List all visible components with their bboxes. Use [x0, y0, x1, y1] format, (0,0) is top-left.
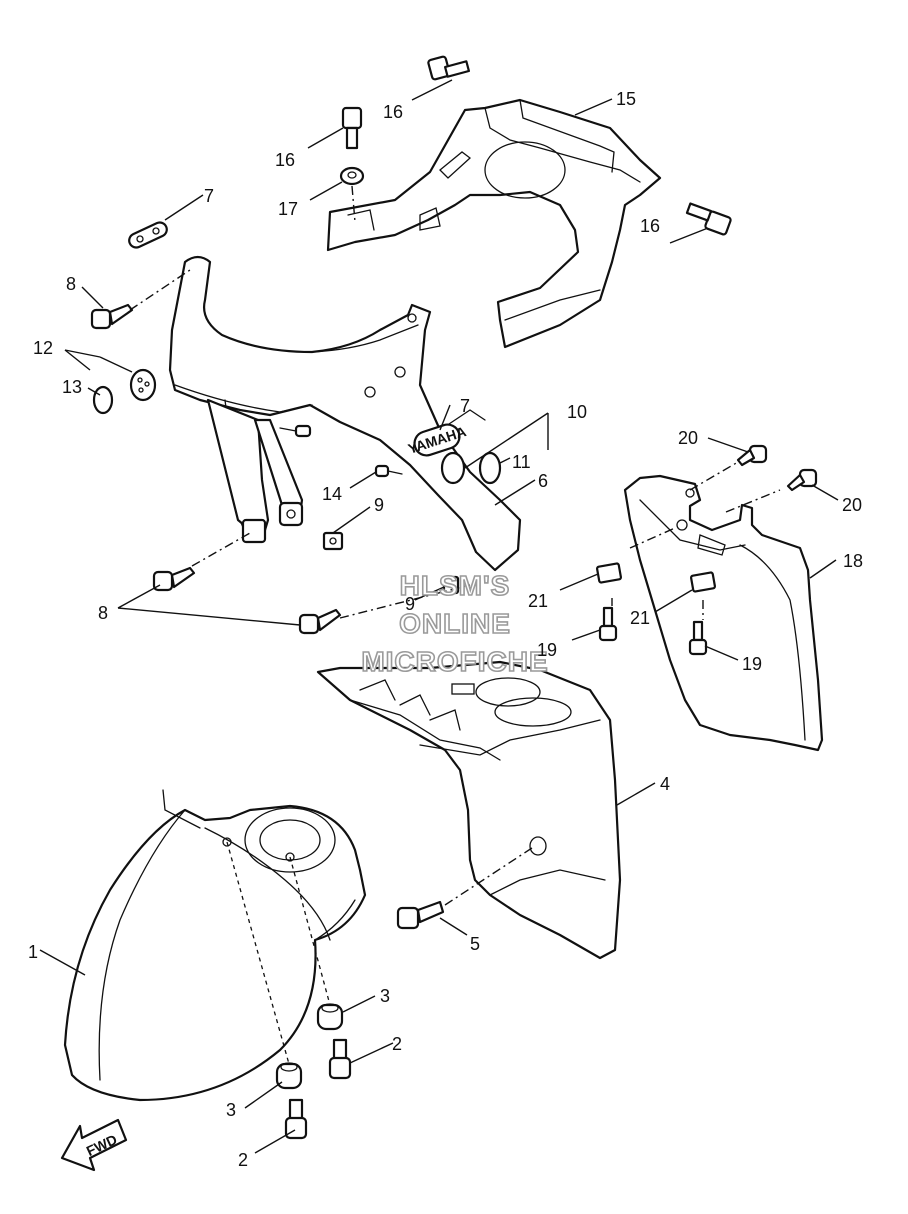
screw-19-b: [688, 620, 708, 656]
callout-7-a: 7: [204, 186, 214, 206]
screw-8-mid: [152, 566, 196, 592]
callout-5: 5: [470, 934, 480, 954]
part-4-inner-panel: [316, 660, 622, 960]
callout-21-b: 21: [630, 608, 650, 628]
bolt-16-left: [341, 106, 363, 150]
callout-8-b: 8: [98, 603, 108, 623]
washer-13: [92, 385, 114, 415]
callout-20-b: 20: [842, 495, 862, 515]
callout-12: 12: [33, 338, 53, 358]
washer-17: [339, 166, 365, 186]
callout-20-a: 20: [678, 428, 698, 448]
screw-20-b: [786, 468, 818, 492]
plate-7: [128, 221, 168, 249]
bolt-2-b: [284, 1098, 308, 1140]
callout-21-a: 21: [528, 591, 548, 611]
callout-2-b: 2: [238, 1150, 248, 1170]
screw-20-a: [736, 444, 768, 467]
leader-lines: [39, 79, 839, 1154]
callout-2-a: 2: [392, 1034, 402, 1054]
callout-17: 17: [278, 199, 298, 219]
callout-numbers: 1 2 2 3 3 4 5 6 7 7 8 8 9 9 10 11 12 13 …: [28, 89, 863, 1170]
callout-19-b: 19: [742, 654, 762, 674]
watermark-line-2: ONLINE: [399, 608, 511, 639]
part-1-front-fender: [63, 789, 367, 1102]
grommet-11: [478, 451, 502, 485]
callout-16-a: 16: [383, 102, 403, 122]
callout-11: 11: [512, 452, 531, 472]
part-15-upper-bracket: [326, 98, 662, 349]
callout-1: 1: [28, 942, 38, 962]
callout-8-a: 8: [66, 274, 76, 294]
fwd-direction-arrow: FWD: [60, 1118, 128, 1172]
callout-3-a: 3: [380, 986, 390, 1006]
callout-9-a: 9: [374, 495, 384, 515]
grommet-12: [129, 368, 157, 402]
part-6-front-cover: YAMAHA: [168, 255, 522, 572]
callout-13: 13: [62, 377, 82, 397]
screw-19-a: [598, 606, 618, 642]
callout-3-b: 3: [226, 1100, 236, 1120]
callout-19-a: 19: [537, 640, 557, 660]
watermark-line-1: HLSM'S: [400, 570, 511, 601]
grommet-10: [440, 451, 466, 485]
bolt-5: [396, 900, 445, 930]
screw-small-frame: [279, 424, 312, 438]
screw-8-top: [90, 303, 134, 330]
bolt-16-top: [427, 55, 471, 81]
watermark-line-3: MICROFICHE: [361, 646, 548, 677]
grommet-3-a: [316, 1003, 344, 1031]
clip-9-a: [322, 531, 344, 551]
watermark: HLSM'S ONLINE MICROFICHE: [361, 569, 549, 678]
callout-4: 4: [660, 774, 670, 794]
callout-16-b: 16: [275, 150, 295, 170]
nut-21-b: [689, 571, 717, 593]
bolt-16-right: [685, 202, 732, 236]
callout-10: 10: [567, 402, 587, 422]
callout-16-c: 16: [640, 216, 660, 236]
emblem-7: YAMAHA: [406, 423, 468, 457]
screw-14: [374, 464, 403, 478]
bolt-2-a: [328, 1038, 352, 1080]
callout-9-b: 9: [405, 594, 415, 614]
nut-21-a: [595, 562, 623, 584]
screw-8-low: [298, 608, 342, 635]
callout-15: 15: [616, 89, 636, 109]
callout-7-b: 7: [460, 396, 470, 416]
callout-14: 14: [322, 484, 342, 504]
part-18-side-cover: [623, 474, 824, 752]
grommet-3-b: [275, 1062, 303, 1090]
callout-18: 18: [843, 551, 863, 571]
callout-6: 6: [538, 471, 548, 491]
